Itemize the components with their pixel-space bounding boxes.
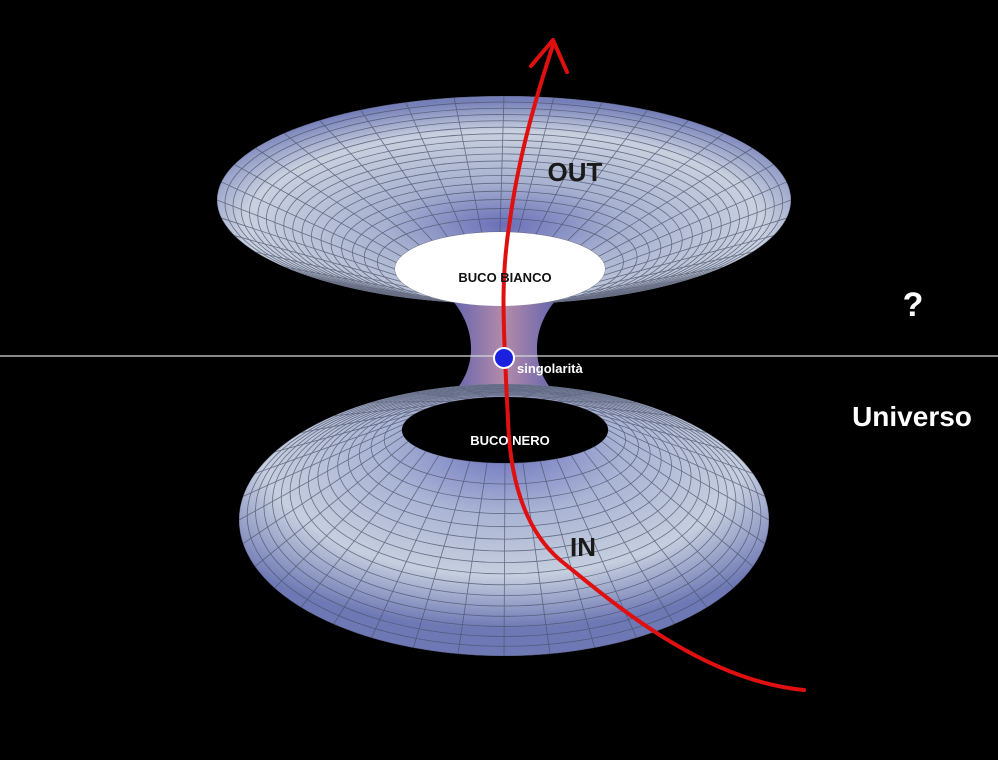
grid-spoke	[300, 450, 427, 608]
black-hole-label: BUCO NERO	[470, 433, 549, 448]
grid-spoke	[239, 429, 403, 521]
grid-spoke	[567, 120, 689, 241]
grid-spoke	[601, 418, 754, 474]
grid-spoke	[552, 109, 648, 238]
grid-spoke	[567, 279, 689, 298]
grid-spoke	[319, 279, 433, 298]
grid-spoke	[453, 97, 483, 233]
white-hole-opening	[395, 232, 605, 306]
grid-spoke	[571, 404, 675, 417]
grid-spoke	[457, 385, 488, 398]
white-hole-funnel	[217, 96, 791, 304]
trajectory-arrowhead	[529, 38, 569, 74]
grid-spoke	[284, 266, 420, 294]
grid-spoke	[371, 401, 454, 403]
grid-spoke	[333, 404, 439, 417]
grid-spoke	[522, 385, 551, 398]
grid-spoke	[593, 446, 734, 589]
grid-spoke	[603, 181, 787, 263]
grid-spoke	[254, 418, 409, 474]
grid-spoke	[539, 460, 596, 648]
grid-spoke	[503, 462, 506, 656]
grid-spoke	[540, 391, 595, 400]
grid-spoke	[319, 120, 433, 241]
grid-spoke	[242, 423, 404, 497]
grid-spoke	[601, 440, 754, 567]
grid-spoke	[606, 435, 766, 544]
grid-spoke	[412, 460, 471, 648]
grid-spoke	[570, 455, 675, 625]
black-hole-funnel	[239, 384, 769, 656]
grid-spoke	[360, 289, 448, 302]
grid-spoke	[413, 391, 470, 400]
grid-spoke	[598, 164, 774, 257]
grid-spoke	[583, 450, 708, 608]
in-label: IN	[570, 532, 596, 562]
grid-spoke	[371, 458, 454, 638]
grid-spoke	[522, 462, 551, 654]
grid-spoke	[517, 97, 555, 233]
universe-label: Universo	[852, 401, 972, 432]
grid-spoke	[580, 266, 724, 294]
grid-spoke	[594, 413, 734, 453]
grid-spoke	[590, 147, 753, 251]
grid-spoke	[552, 289, 648, 302]
grid-spoke	[274, 413, 416, 453]
grid-spoke	[604, 199, 791, 270]
white-hole-label: BUCO BIANCO	[458, 270, 551, 285]
grid-spoke	[221, 181, 397, 263]
grid-spoke	[580, 132, 725, 246]
grid-spoke	[254, 440, 409, 567]
grid-spoke	[333, 455, 440, 625]
grid-spoke	[583, 408, 708, 433]
grid-spoke	[590, 251, 753, 288]
grid-spoke	[607, 429, 769, 521]
grid-spoke	[255, 251, 410, 288]
grid-spoke	[234, 164, 402, 257]
grid-spoke	[221, 217, 397, 276]
grid-spoke	[300, 408, 427, 433]
singularity-dot	[493, 347, 515, 369]
grid-spoke	[457, 462, 488, 654]
grid-spoke	[499, 96, 505, 233]
grid-spoke	[242, 435, 404, 544]
out-label: OUT	[548, 157, 603, 187]
grid-spoke	[283, 132, 420, 246]
question-mark: ?	[903, 286, 924, 324]
grid-spoke	[535, 102, 603, 235]
grid-spoke	[598, 235, 774, 283]
trajectory-curve	[501, 43, 806, 692]
grid-spoke	[234, 235, 402, 283]
grid-spoke	[217, 199, 396, 270]
grid-spoke	[360, 109, 448, 238]
singularity-label: singolarità	[517, 361, 584, 376]
grid-spoke	[603, 217, 787, 276]
grid-spoke	[405, 102, 465, 235]
grid-spoke	[274, 446, 417, 589]
grid-spoke	[606, 423, 766, 497]
grid-spoke	[556, 401, 637, 403]
grid-spoke	[255, 147, 410, 251]
black-hole-opening	[402, 397, 608, 463]
